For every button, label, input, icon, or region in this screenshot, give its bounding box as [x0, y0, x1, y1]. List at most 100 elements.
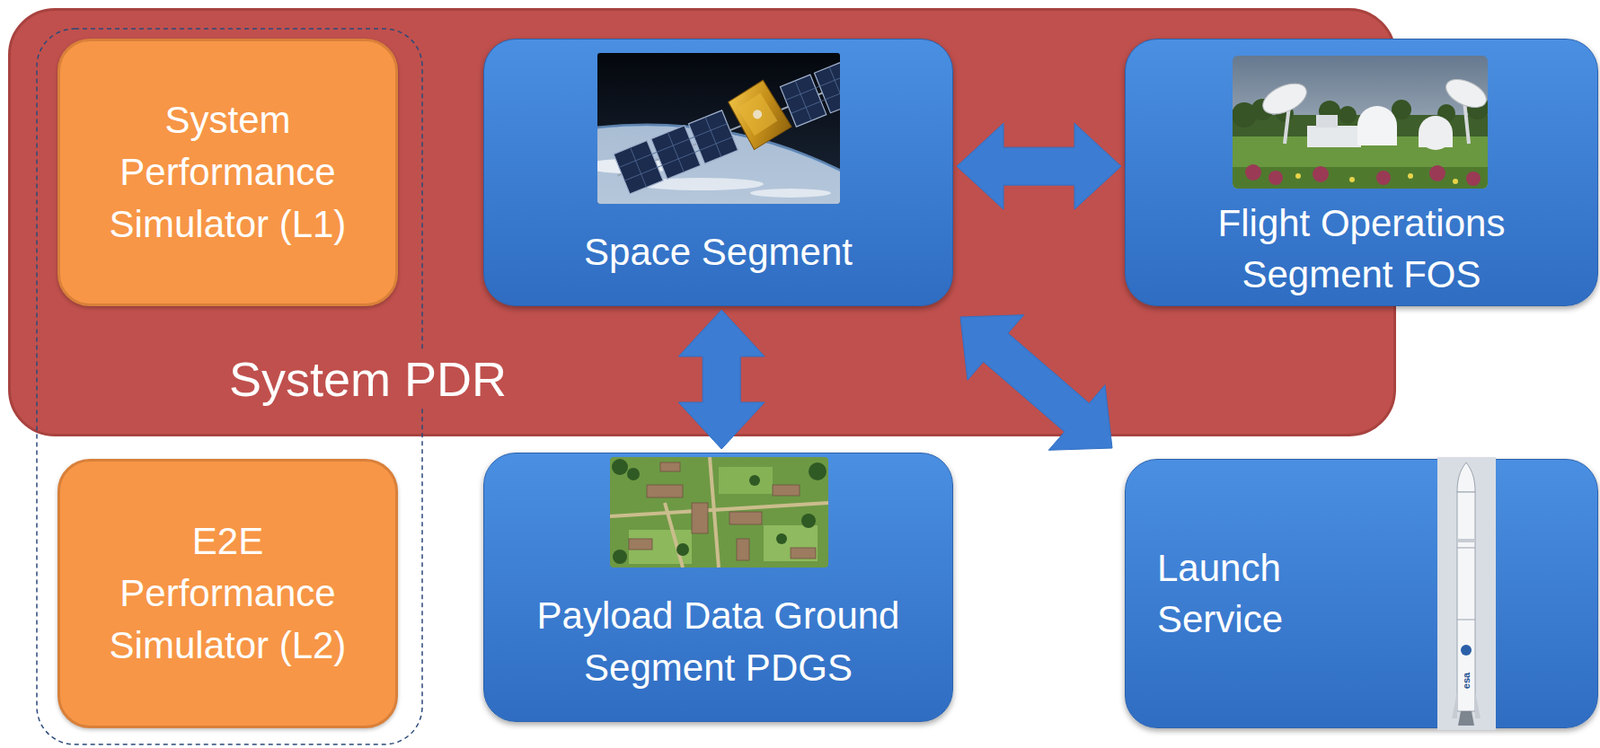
campus-picture-part-part — [611, 459, 628, 476]
campus-picture-part-part — [709, 457, 719, 568]
launcher-picture-part — [1458, 711, 1475, 726]
campus-picture — [609, 457, 829, 568]
campus-picture-part-part — [627, 468, 640, 481]
ground-station-picture-part-part — [1376, 170, 1391, 186]
launcher-picture-part — [1457, 462, 1476, 493]
campus-picture-part-part — [776, 533, 787, 545]
launch-box: Launch Service — [1124, 459, 1599, 729]
ground-station-picture-part-part — [1452, 178, 1459, 185]
ground-station-picture-part-part — [1429, 165, 1446, 182]
satellite-picture-part — [597, 53, 840, 204]
campus-picture-part-part — [749, 475, 761, 487]
node-label: Payload Data Ground Segment PDGS — [521, 590, 917, 695]
campus-picture-part-part — [772, 485, 800, 496]
ground-station-picture-part — [1245, 164, 1481, 186]
segment-box: Space Segment — [483, 38, 954, 307]
ground-station-picture-part — [1418, 132, 1453, 148]
logo-text: esa — [1461, 672, 1472, 690]
ground-station-picture-part-part — [1275, 104, 1294, 123]
satellite-picture-part-part-part — [613, 141, 663, 195]
ground-station-picture-part — [1232, 55, 1488, 189]
satellite-picture-part — [597, 159, 674, 174]
ground-station-picture-part-part — [1437, 104, 1456, 123]
ground-station-picture-part — [1441, 73, 1488, 114]
satellite-picture-part — [637, 177, 764, 191]
launcher-picture — [1437, 457, 1496, 731]
satellite-picture-part — [597, 125, 840, 204]
campus-picture-part-part — [660, 462, 681, 472]
launcher-picture-part — [1437, 457, 1496, 731]
review-region: System PDR System Performance Simulator (… — [8, 8, 1397, 437]
campus-picture-part — [628, 530, 692, 565]
campus-picture-part — [718, 467, 773, 495]
satellite-picture-part-part-part — [624, 137, 734, 182]
campus-picture-part-part — [609, 503, 829, 517]
satellite-picture-part — [750, 188, 831, 198]
satellite-picture-part-part — [613, 61, 840, 195]
launcher-picture-part — [1457, 492, 1476, 712]
satellite-picture-part-part — [735, 90, 780, 138]
satellite-picture-part — [597, 124, 840, 204]
campus-picture-part — [609, 457, 829, 568]
satellite-picture-part-part-part — [813, 61, 840, 114]
campus-picture-part — [611, 459, 827, 565]
simulator-box: System Performance Simulator (L1) — [57, 38, 398, 307]
simulator-group-outline — [36, 28, 423, 745]
launcher-picture-part — [1457, 539, 1476, 543]
satellite-picture-part-part-part — [705, 116, 722, 158]
satellite-picture-part-part-part — [630, 147, 647, 188]
ground-station-picture-part-part — [1318, 100, 1341, 123]
ground-station-picture-part — [1232, 136, 1488, 189]
segment-box: Payload Data Ground Segment PDGS — [483, 452, 954, 723]
ground-station-picture — [1232, 55, 1488, 189]
satellite-picture-part-part — [751, 108, 764, 121]
campus-picture-part — [763, 525, 818, 562]
launcher-picture-part — [1457, 619, 1476, 621]
ground-station-picture-part — [1357, 106, 1397, 146]
ground-station-picture-part-part — [1349, 176, 1355, 183]
interface-arrow — [678, 309, 765, 450]
ground-station-picture-part-part — [1466, 171, 1481, 186]
satellite-picture-part-part-part — [785, 74, 840, 101]
ground-station-picture-part-part — [1466, 96, 1488, 120]
ground-station-picture-part-part — [1251, 98, 1273, 121]
ground-station-picture-part — [1232, 96, 1488, 128]
node-label: Space Segment — [583, 226, 853, 279]
campus-picture-part-part — [628, 539, 653, 550]
campus-picture-part-part — [691, 503, 708, 534]
ground-station-picture-part — [1232, 167, 1488, 189]
satellite-picture-part-part-part — [667, 132, 684, 173]
ground-station-picture-part-part — [1232, 102, 1257, 128]
campus-picture-part — [628, 462, 816, 561]
ground-station-picture-part — [1307, 125, 1362, 148]
ground-station-picture-part — [1232, 114, 1488, 142]
satellite-picture-part-part-part — [795, 80, 812, 122]
interface-arrow — [956, 123, 1122, 210]
segment-box: Flight Operations Segment FOS — [1124, 38, 1599, 307]
ground-station-picture-part-part — [1312, 166, 1329, 183]
launcher-picture-part — [1475, 691, 1481, 719]
campus-picture-part-part — [801, 513, 816, 529]
satellite-picture-part-part-part — [790, 87, 840, 114]
ground-station-picture-part — [1295, 173, 1459, 185]
campus-picture-part-part — [736, 539, 750, 561]
node-label: Flight Operations Segment FOS — [1182, 197, 1542, 301]
node-label: Launch Service — [1157, 542, 1355, 646]
satellite-picture-part-part — [725, 77, 795, 153]
ground-station-picture-part — [1316, 114, 1338, 128]
ground-station-picture-part-part — [1407, 173, 1414, 179]
campus-picture-part — [609, 457, 829, 568]
campus-picture-part-part — [676, 543, 690, 557]
node-label: System PDR — [221, 350, 514, 409]
satellite-picture-part-part-part — [618, 123, 728, 168]
ground-station-picture-part — [1464, 100, 1469, 144]
campus-picture-part-part — [729, 512, 762, 525]
campus-picture-part-part — [612, 549, 628, 565]
launcher-picture-part — [1451, 691, 1458, 719]
campus-picture-part-part — [646, 485, 683, 498]
satellite-picture-part — [604, 53, 840, 201]
node-label: System Performance Simulator (L1) — [93, 94, 363, 251]
satellite-picture-part-part-part — [651, 125, 701, 179]
node-label: E2E Performance Simulator (L2) — [93, 515, 363, 672]
ground-station-picture-part — [1418, 115, 1453, 151]
